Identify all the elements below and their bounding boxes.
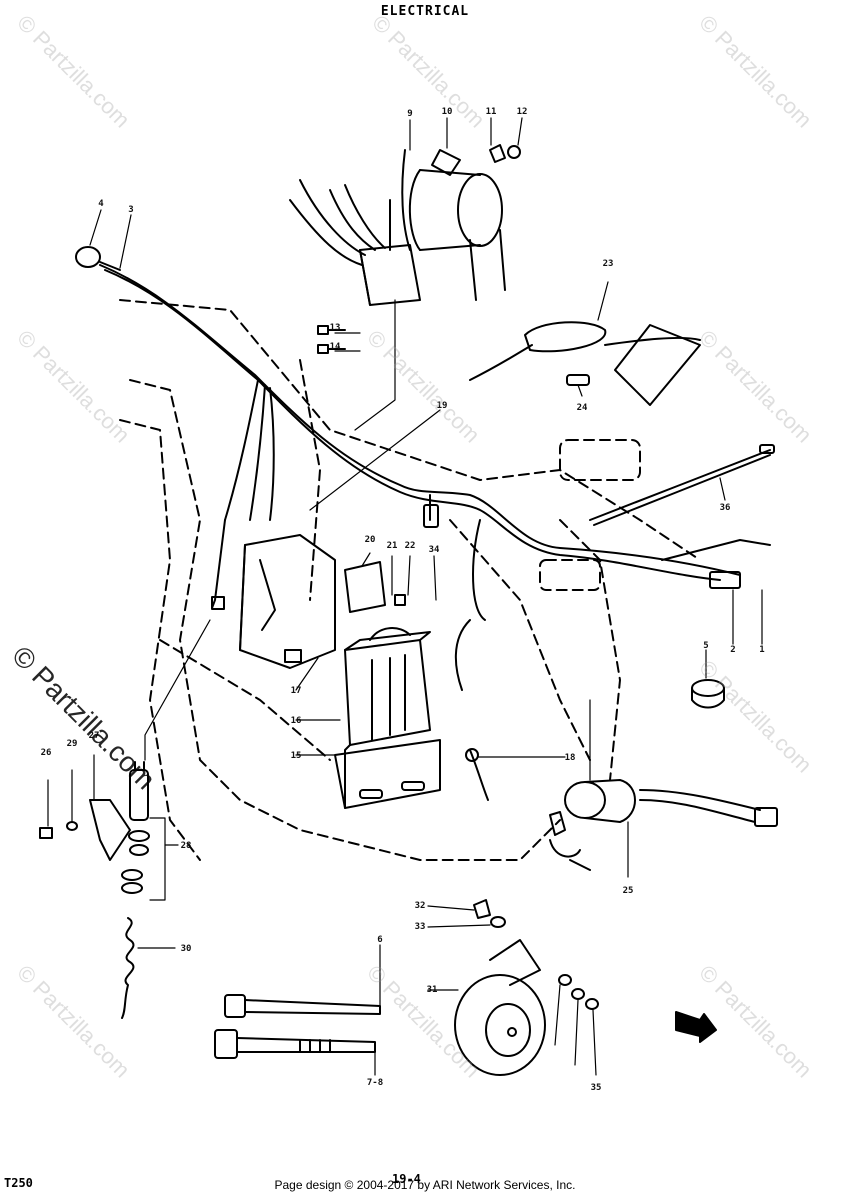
model-code: T250 [4,1176,33,1190]
plug-cap-4 [75,246,101,268]
callout-35: 35 [591,1083,602,1093]
battery-16 [344,627,431,781]
callout-23: 23 [603,259,614,269]
horn-31 [454,939,546,1076]
page-number: 19-4 [392,1172,421,1186]
stop-switch-28 [89,761,150,894]
battery-tray-15 [334,739,441,809]
washer-35 [571,988,585,1000]
callout-34: 34 [429,545,440,555]
callout-26: 26 [41,748,52,758]
callout-21: 21 [387,541,398,551]
callout-2: 2 [730,645,735,655]
ignition-switch-25 [549,779,778,871]
callout-19: 19 [437,401,448,411]
callout-11: 11 [486,107,497,117]
nut-12 [507,145,521,159]
callout-1: 1 [759,645,764,655]
spring-30 [121,917,135,1019]
callout-6: 6 [377,935,382,945]
battery-case-17 [211,534,336,669]
callout-24: 24 [577,403,588,413]
callout-22: 22 [405,541,416,551]
callout-7-8: 7-8 [367,1078,383,1088]
bolt-29 [39,827,53,839]
callout-10: 10 [442,107,453,117]
leader-lines [47,117,763,1076]
bolt-11 [489,144,506,163]
callout-3: 3 [128,205,133,215]
hose-18 [469,749,489,801]
washer-34 [558,974,572,986]
callout-29: 29 [67,739,78,749]
callout-20: 20 [365,535,376,545]
light-23 [469,321,701,406]
callout-36: 36 [720,503,731,513]
washer-33 [490,916,506,928]
callout-16: 16 [291,716,302,726]
washer-36 [585,998,599,1010]
direction-arrow [675,1011,717,1043]
footer-credit: Page design © 2004-2017 by ARI Network S… [274,1178,576,1192]
callout-5: 5 [703,641,708,651]
callout-12: 12 [517,107,528,117]
callout-14: 14 [330,342,341,352]
callout-33: 33 [415,922,426,932]
cable-36 [589,449,771,521]
callout-13: 13 [330,323,341,333]
bolt-32 [473,899,491,919]
callout-18: 18 [565,753,576,763]
callout-27: 27 [89,731,100,741]
cable-tie-7-8 [214,1029,376,1059]
callout-9: 9 [407,109,412,119]
callout-17: 17 [291,686,302,696]
regulator-9 [289,149,421,306]
callout-31: 31 [427,985,438,995]
callout-32: 32 [415,901,426,911]
grommet-5 [691,679,725,709]
frame-outline [119,299,701,861]
washer-27 [66,821,78,831]
ignition-coil-10 [408,149,506,301]
callout-25: 25 [623,886,634,896]
callout-30: 30 [181,944,192,954]
callout-15: 15 [291,751,302,761]
wiring-harness [99,264,771,691]
cable-tie-6 [224,994,381,1018]
callout-4: 4 [98,199,104,209]
callout-28: 28 [181,841,192,851]
bulb-24 [566,374,590,386]
diagram-title: ELECTRICAL [380,4,470,19]
fuse-holder-20 [344,561,406,613]
bolts-13-14 [317,325,346,354]
